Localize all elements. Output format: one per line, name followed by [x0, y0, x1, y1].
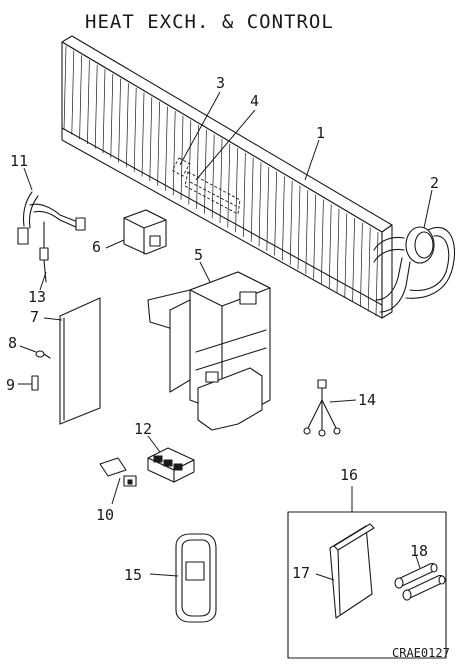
- callout-8: 8: [8, 334, 17, 352]
- callout-16: 16: [340, 466, 358, 484]
- fuse-part-8: [19, 345, 51, 359]
- callout-2: 2: [430, 174, 439, 192]
- heat-exchanger: [61, 35, 393, 319]
- leader-7: [43, 317, 63, 321]
- leader-8: [19, 345, 37, 353]
- callout-1: 1: [316, 124, 325, 142]
- callout-17: 17: [292, 564, 310, 582]
- connector: [99, 457, 137, 505]
- control-box: [147, 261, 271, 431]
- callout-10: 10: [96, 506, 114, 524]
- leader-12: [147, 435, 161, 453]
- lead-wire: [303, 379, 357, 437]
- callout-5: 5: [194, 246, 203, 264]
- leader-6: [105, 239, 125, 249]
- pipe-assembly: [373, 226, 456, 313]
- batteries: [394, 562, 446, 601]
- callout-7: 7: [30, 308, 39, 326]
- callout-6: 6: [92, 238, 101, 256]
- callout-9: 9: [6, 376, 15, 394]
- leader-14: [329, 399, 357, 403]
- leader-15: [149, 573, 179, 577]
- sensor-harness: [17, 167, 86, 291]
- callout-4: 4: [250, 92, 259, 110]
- transformer: [105, 209, 167, 255]
- leader-11: [23, 167, 33, 191]
- leader-1: [304, 139, 320, 181]
- leader-4: [195, 109, 256, 181]
- accessory-kit-box: [287, 486, 447, 659]
- callout-3: 3: [216, 74, 225, 92]
- callout-12: 12: [134, 420, 152, 438]
- leader-3: [179, 91, 221, 166]
- callout-18: 18: [410, 542, 428, 560]
- fuse-part-9: [18, 375, 39, 391]
- leader-17: [315, 573, 335, 581]
- callout-15: 15: [124, 566, 142, 584]
- remote-controller: [149, 533, 217, 623]
- callout-11: 11: [10, 152, 28, 170]
- leader-13: [39, 271, 47, 291]
- callout-14: 14: [358, 391, 376, 409]
- leader-5: [199, 261, 211, 283]
- drawing-code: CRAE0127: [392, 646, 450, 660]
- diagram-title: HEAT EXCH. & CONTROL: [85, 11, 334, 33]
- leader-10: [111, 477, 121, 505]
- cover-plate: [43, 297, 101, 425]
- leader-18: [415, 555, 421, 569]
- callout-13: 13: [28, 288, 46, 306]
- leader-2: [423, 189, 433, 229]
- terminal-block: [147, 435, 195, 483]
